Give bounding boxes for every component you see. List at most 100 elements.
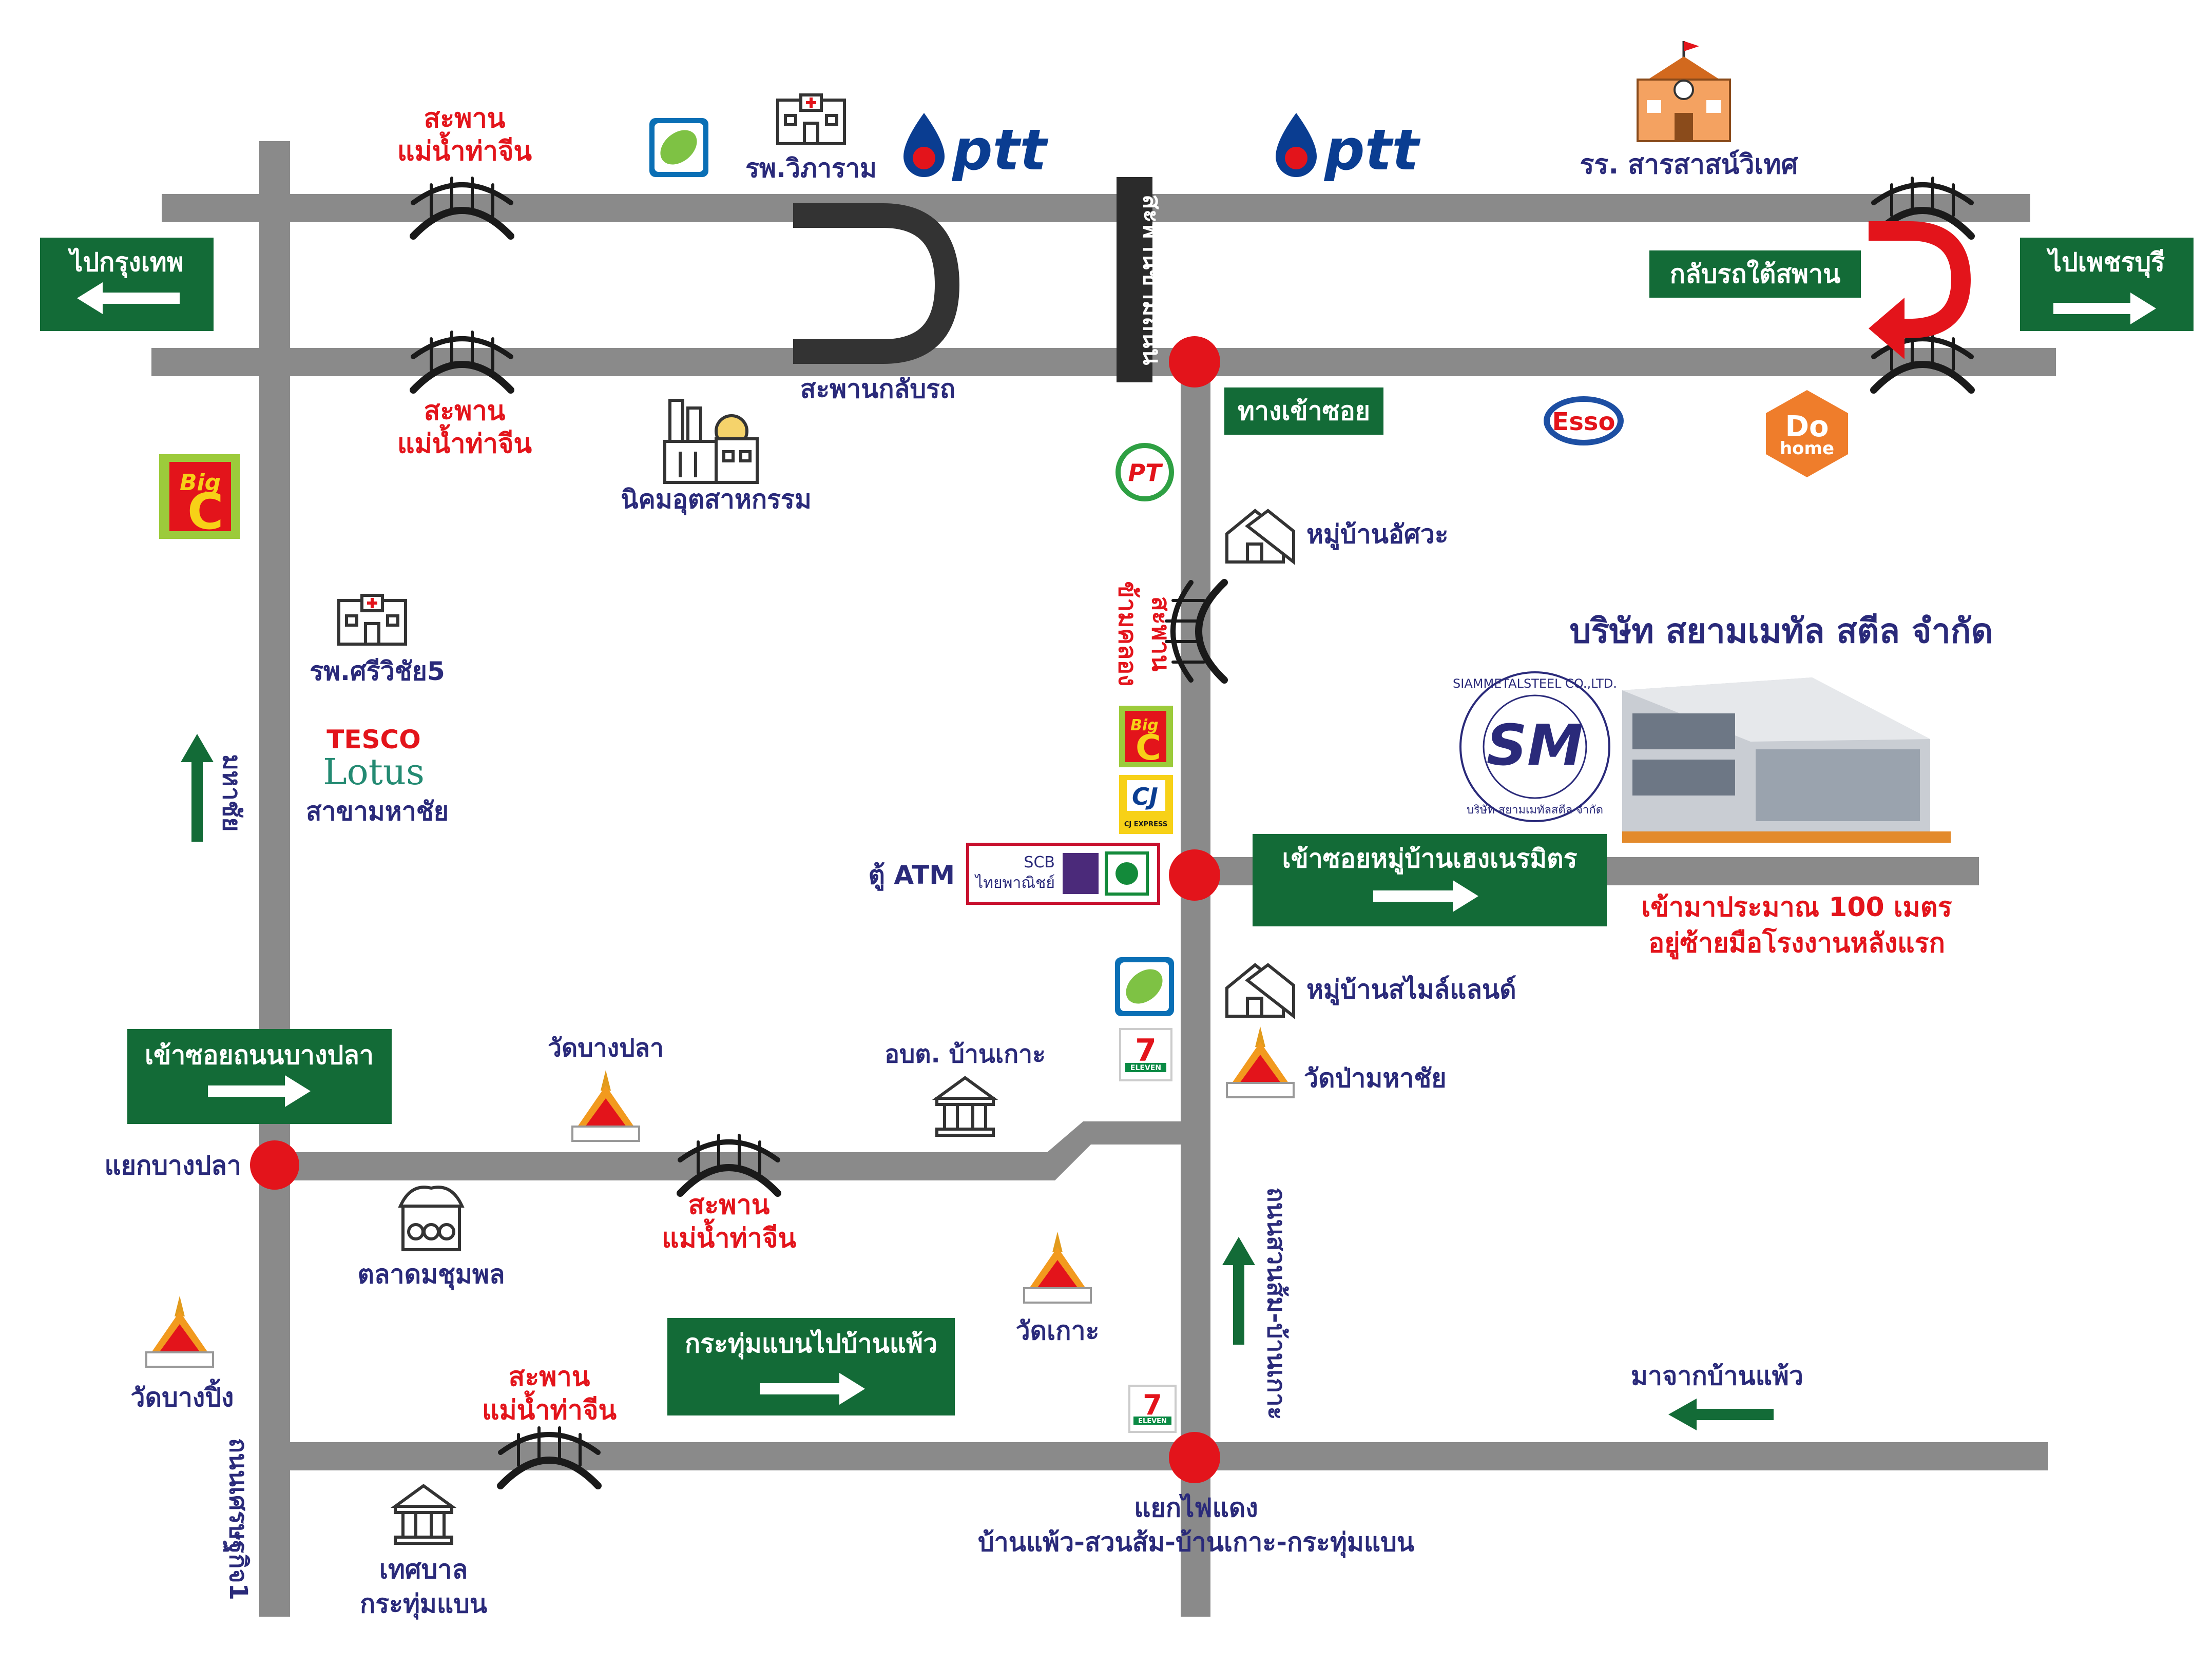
bridge-icon	[677, 1134, 781, 1197]
hospital-icon	[337, 594, 407, 646]
temple-icon	[145, 1296, 214, 1368]
cj-text: CJ	[1132, 783, 1158, 810]
label-village-smileland: หมู่บ้านสไมล์แลนด์	[1306, 975, 1516, 1005]
label-municipality: เทศบาล	[379, 1555, 468, 1584]
label-road-mahachai: มหาชัย	[217, 754, 246, 832]
company-name: บริษัท สยามเมทัล สตีล จำกัด	[1570, 611, 1993, 651]
ptt-logo: ptt	[903, 113, 1048, 183]
dohome-home: home	[1780, 438, 1834, 459]
tesco-text: TESCO	[326, 725, 420, 754]
scb-thai-text: ไทยพาณิชย์	[974, 874, 1055, 892]
sign-soi-entrance-label: ทางเข้าซอย	[1238, 396, 1370, 426]
bigc-c: C	[187, 483, 223, 540]
seven-eleven-logo: 7 ELEVEN	[1119, 1028, 1172, 1081]
company-logo: SIAMMETALSTEEL CO.,LTD. SM บริษัท สยามเม…	[1453, 671, 1617, 822]
label-traffic-light-roads: บ้านแพ้ว-สวนส้ม-บ้านเกาะ-กระทุ่มแบน	[978, 1527, 1414, 1558]
bigc-big: Big	[1130, 716, 1159, 734]
location-dot-icon	[250, 1140, 299, 1190]
road-settakit	[259, 141, 290, 1617]
company-building-image	[1622, 677, 1951, 843]
labels: สะพาน แม่น้ำท่าจีน สะพาน แม่น้ำท่าจีน สะ…	[105, 103, 1993, 1620]
sign-u-turn-label: กลับรถใต้สพาน	[1670, 259, 1840, 289]
bridge-icon	[497, 1426, 602, 1489]
bridge-label: สะพาน	[1146, 596, 1175, 672]
road-bang-pla-bend	[1006, 1121, 1196, 1180]
seven-eleven-logo: 7 ELEVEN	[1128, 1385, 1177, 1433]
label-atm: ตู้ ATM	[868, 860, 955, 891]
esso-text: Esso	[1552, 408, 1615, 436]
bridge-label: แม่น้ำท่าจีน	[397, 131, 532, 167]
arrow-left-icon	[77, 282, 180, 314]
bigc-big: Big	[180, 470, 221, 496]
sign-krathum-banphaeo-label: กระทุ่มแบนไปบ้านแพ้ว	[685, 1329, 937, 1360]
location-markers	[250, 336, 1220, 1483]
market-stall-icon	[398, 1186, 465, 1251]
ptt-text: ptt	[1323, 117, 1420, 183]
temple-icon	[1226, 1026, 1295, 1098]
arrow-up-icon	[1222, 1237, 1255, 1345]
bridge-label: สะพาน	[424, 103, 506, 134]
sign-enter-soi-bang-pla-label: เข้าซอยถนนบางปลา	[145, 1040, 374, 1070]
bridge-label: แม่น้ำท่าจีน	[662, 1218, 796, 1254]
label-hospital-sriwichai: รพ.ศรีวิชัย5	[310, 656, 445, 686]
label-municipality-name: กระทุ่มแบน	[360, 1589, 487, 1620]
bridge-label: แม่น้ำท่าจีน	[482, 1390, 617, 1426]
label-overpass: สะพานข้ามถนน	[1138, 195, 1166, 365]
scb-text: SCB	[1024, 854, 1055, 871]
ptt-text: ptt	[951, 117, 1048, 183]
sign-to-phetchaburi: ไปเพชรบุรี	[2020, 238, 2194, 331]
eleven-text: ELEVEN	[1130, 1064, 1161, 1072]
label-industrial-estate: นิคมอุตสาหกรรม	[621, 484, 812, 515]
bridge-icon	[1165, 579, 1228, 684]
company-logo-mark: SM	[1487, 712, 1584, 778]
cj-sub: CJ EXPRESS	[1124, 821, 1167, 828]
cj-logo: CJ CJ EXPRESS	[1119, 775, 1173, 834]
arrow-right-icon	[760, 1373, 865, 1405]
label-road-settakit: ถนนเศรษฐกิจ1	[222, 1438, 253, 1600]
government-building-icon	[932, 1076, 998, 1137]
ptt-drop-icon	[903, 113, 945, 177]
bigc-c: C	[1136, 728, 1161, 768]
house-icon	[1225, 963, 1295, 1020]
bridge-label: สะพาน	[424, 396, 506, 426]
school-icon	[1637, 41, 1731, 142]
government-building-icon	[390, 1484, 457, 1545]
sign-to-phetchaburi-label: ไปเพชรบุรี	[2046, 247, 2165, 278]
bangchak-leaf-icon	[1115, 957, 1174, 1016]
arrow-right-icon	[1373, 880, 1478, 912]
pt-logo: PT	[1115, 443, 1174, 501]
label-wat-pa-mahachai: วัดป่ามหาชัย	[1304, 1063, 1447, 1093]
esso-logo: Esso	[1544, 396, 1624, 445]
arrow-right-icon	[208, 1075, 311, 1107]
bangchak-leaf-icon	[649, 118, 708, 177]
sign-u-turn: กลับรถใต้สพาน	[1649, 250, 1861, 298]
location-dot-icon	[1169, 336, 1220, 387]
label-from-banphaeo: มาจากบ้านแพ้ว	[1631, 1361, 1803, 1391]
temple-icon	[1023, 1232, 1092, 1304]
label-wat-bang-ping: วัดบางปิ้ง	[131, 1379, 234, 1412]
label-traffic-light: แยกไฟแดง	[1134, 1493, 1258, 1523]
overpass-road	[1117, 177, 1152, 382]
road-bang-pla-left	[275, 1152, 1027, 1180]
label-market: ตลาดมชุมพล	[357, 1259, 505, 1290]
u-turn-arrow-icon	[1869, 221, 1971, 359]
label-wat-bang-pla: วัดบางปลา	[548, 1034, 664, 1062]
arrow-left-icon	[1668, 1399, 1774, 1430]
label-u-turn-bridge: สะพานกลับรถ	[800, 374, 955, 404]
bigc-logo: Big C	[159, 454, 240, 540]
company-note-location: อยู่ซ้ายมือโรงงานหลังแรก	[1648, 927, 1945, 960]
company-logo-ring: SIAMMETALSTEEL CO.,LTD.	[1453, 676, 1617, 691]
sign-krathum-banphaeo: กระทุ่มแบนไปบ้านแพ้ว	[667, 1318, 955, 1415]
bridge-icon	[410, 331, 514, 394]
label-road-suan-som: ถนนสวนส้ม-บ้านเกาะ	[1262, 1187, 1291, 1420]
ptt-drop-icon	[1276, 113, 1317, 177]
bigc-logo: Big C	[1119, 706, 1173, 768]
road-bottom	[287, 1442, 2048, 1470]
bridge-icon	[410, 177, 514, 240]
road-suan-som	[1181, 349, 1210, 1617]
sign-enter-soi-heng: เข้าซอยหมู่บ้านเฮงเนรมิตร	[1253, 834, 1607, 926]
label-village-asawa: หมู่บ้านอัศวะ	[1306, 519, 1449, 550]
label-hospital-wiparam: รพ.วิภาราม	[745, 153, 877, 183]
sign-to-bangkok: ไปกรุงเทพ	[40, 238, 214, 331]
